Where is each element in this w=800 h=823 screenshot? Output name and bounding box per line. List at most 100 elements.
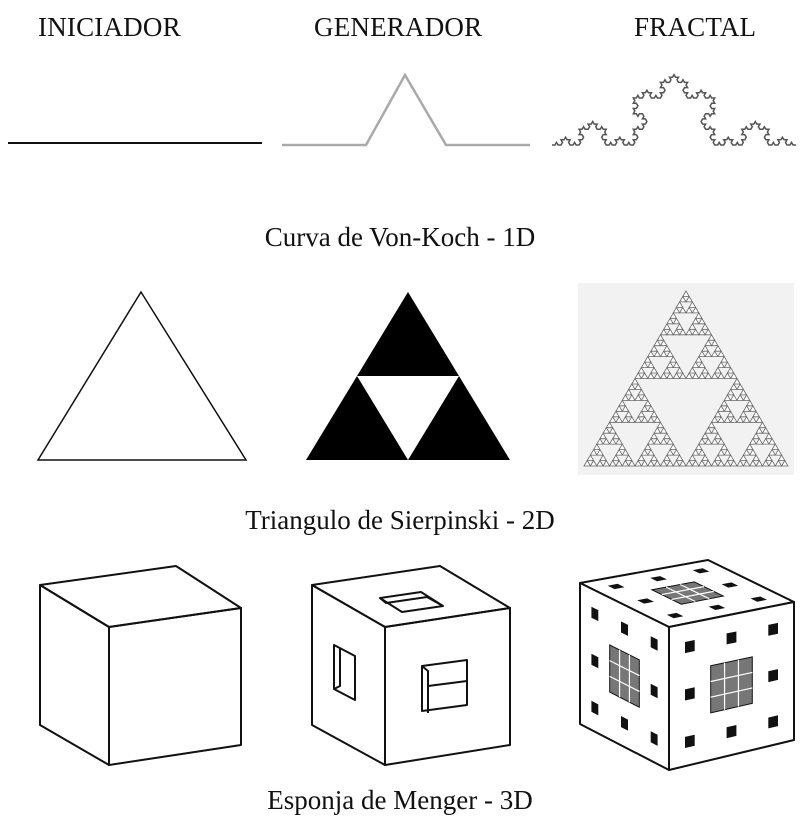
sierpinski-fractal-cell: [627, 459, 636, 467]
sierpinski-fractal-cell: [688, 366, 697, 374]
sierpinski-fractal-cell: [717, 459, 725, 467]
caption-sierpinski: Triangulo de Sierpinski - 2D: [245, 505, 555, 535]
sierpinski-fractal-cell: [714, 344, 722, 352]
sierpinski-fractal-cell: [739, 388, 748, 396]
sierpinski-fractal-cell: [602, 426, 611, 434]
sierpinski-fractal-cell: [710, 339, 719, 347]
sierpinski-fractal-cell: [666, 372, 674, 379]
sierpinski-fractal-cell: [691, 448, 700, 456]
sierpinski-fractal-cell: [739, 454, 748, 461]
sierpinski-fractal-cell: [698, 437, 706, 445]
sierpinski-fractal-cell: [694, 443, 703, 451]
sierpinski-fractal-cell: [589, 459, 598, 467]
sierpinski-fractal-cell: [678, 459, 687, 467]
sierpinski-fractal-cell: [723, 361, 732, 369]
sierpinski-fractal-cell: [678, 306, 687, 314]
sierpinski-initiator-triangle: [36, 290, 248, 461]
sierpinski-fractal-cell: [621, 404, 630, 412]
sierpinski-fractal-cell: [755, 426, 764, 434]
sierpinski-fractal-cell: [650, 366, 659, 374]
sierpinski-fractal-cell: [599, 432, 607, 440]
sierpinski-fractal-cell: [723, 404, 732, 412]
menger-fractal-top-center-detail: [671, 590, 714, 600]
sierpinski-fractal-cell: [669, 312, 678, 319]
sierpinski-fractal-cell: [723, 372, 732, 379]
sierpinski-fractal-cell: [720, 399, 729, 407]
sierpinski-fractal-cell: [634, 459, 643, 467]
sierpinski-fractal-cell: [710, 372, 719, 379]
sierpinski-fractal-cell: [659, 437, 668, 445]
sierpinski-fractal-cell: [698, 361, 706, 369]
sierpinski-fractal-cell: [685, 372, 694, 379]
sierpinski-fractal-cell: [618, 443, 627, 451]
sierpinski-fractal-cell: [643, 355, 652, 363]
sierpinski-fractal-cell: [627, 394, 636, 401]
sierpinski-fractal-cell: [761, 459, 770, 467]
sierpinski-fractal-cell: [720, 443, 729, 451]
menger-fractal-left-hole: [591, 653, 599, 669]
sierpinski-fractal-cell: [729, 383, 738, 390]
sierpinski-fractal-cell: [777, 454, 786, 461]
sierpinski-fractal-cell: [701, 454, 710, 461]
sierpinski-fractal-cell: [685, 306, 694, 314]
sierpinski-fractal: [583, 290, 789, 467]
sierpinski-fractal-cell: [685, 295, 694, 303]
sierpinski-fractal-cell: [640, 405, 649, 412]
sierpinski-fractal-cell: [688, 323, 697, 330]
menger-fractal-right-hole: [685, 734, 695, 748]
sierpinski-fractal-cell: [723, 394, 732, 401]
sierpinski-fractal-cell: [624, 410, 633, 418]
sierpinski-fractal-cell: [691, 361, 700, 369]
menger-fractal-cube: [579, 559, 795, 771]
sierpinski-fractal-cell: [704, 350, 713, 358]
sierpinski-fractal-cell: [768, 448, 776, 456]
sierpinski-fractal-cell: [650, 344, 658, 352]
sierpinski-fractal-cell: [698, 350, 706, 358]
sierpinski-fractal-cell: [713, 366, 722, 374]
sierpinski-fractal-cell: [701, 366, 710, 374]
menger-generator-left-hole: [333, 644, 356, 701]
menger-fractal-right-hole: [685, 640, 695, 654]
sierpinski-fractal-cell: [627, 416, 636, 423]
sierpinski-fractal-cell: [742, 394, 751, 401]
sierpinski-fractal-cell: [643, 443, 652, 451]
sierpinski-fractal-cell: [608, 459, 617, 467]
sierpinski-fractal-cell: [698, 448, 706, 456]
sierpinski-fractal-cell: [621, 459, 630, 467]
sierpinski-fractal-cell: [717, 361, 725, 369]
sierpinski-fractal-cell: [704, 459, 713, 467]
sierpinski-fractal-cell: [659, 372, 668, 379]
sierpinski-fractal-cell: [669, 355, 678, 363]
sierpinski-fractal-cell: [691, 317, 700, 325]
sierpinski-fractal-cell: [647, 350, 655, 358]
sierpinski-fractal-cell: [758, 421, 767, 429]
menger-fractal-top-hole: [692, 568, 710, 574]
sierpinski-generator-right-triangle: [408, 376, 510, 460]
sierpinski-fractal-cell: [768, 459, 776, 467]
sierpinski-fractal-cell: [714, 432, 722, 440]
menger-fractal-left-hole: [621, 621, 628, 636]
sierpinski-fractal-cell: [647, 459, 655, 467]
sierpinski-fractal-cell: [653, 372, 662, 379]
menger-fractal-left-center-detail: [609, 660, 640, 677]
sierpinski-fractal-cell: [624, 454, 633, 461]
menger-fractal-top-center-detail: [661, 586, 705, 596]
sierpinski-fractal-cell: [755, 416, 764, 423]
sierpinski-fractal-cell: [586, 454, 595, 461]
menger-fractal-top-hole: [750, 596, 767, 602]
sierpinski-fractal-cell: [672, 328, 681, 336]
sierpinski-fractal-cell: [602, 459, 611, 467]
menger-fractal-right-hole: [726, 631, 737, 645]
sierpinski-fractal-cell: [678, 328, 687, 336]
sierpinski-fractal-cell: [605, 421, 614, 429]
sierpinski-fractal-cell: [666, 317, 674, 325]
sierpinski-fractal-cell: [710, 416, 719, 423]
sierpinski-fractal-cell: [749, 448, 757, 456]
sierpinski-fractal-cell: [647, 437, 655, 445]
sierpinski-fractal-cell: [615, 459, 623, 467]
sierpinski-fractal-cell: [612, 410, 620, 418]
menger-initiator-cube: [39, 565, 242, 766]
sierpinski-fractal-cell: [691, 459, 700, 467]
sierpinski-fractal-cell: [739, 410, 748, 418]
